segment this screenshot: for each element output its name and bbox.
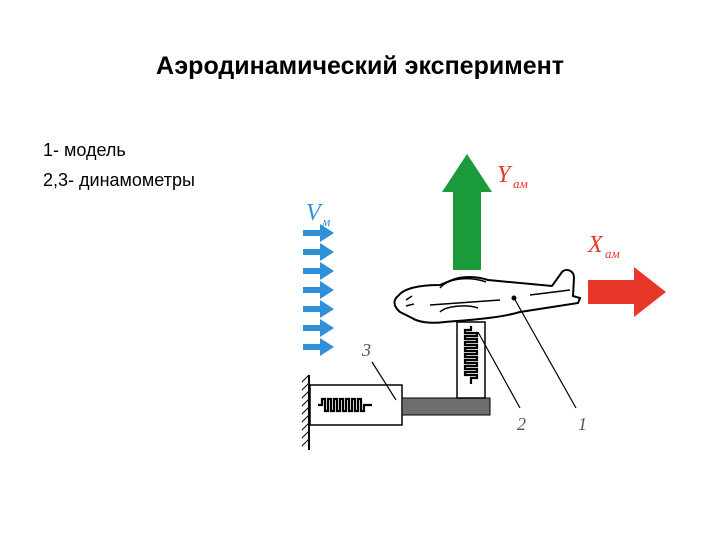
velocity-label: V [306, 200, 323, 226]
drag-subscript: aм [605, 246, 620, 261]
lift-label: Y [497, 162, 513, 188]
lift-arrow [442, 154, 492, 270]
legend-item-dynamometers: 2,3- динамометры [43, 170, 195, 190]
lift-subscript: aм [513, 176, 528, 191]
wall [301, 374, 310, 450]
legend-item-model: 1- модель [43, 140, 126, 160]
velocity-subscript: м [321, 214, 330, 229]
wind-tunnel-diagram: Y aм X aм V м 1 2 3 [301, 154, 666, 450]
dynamometer-2 [456, 321, 486, 399]
callout-leaders [371, 297, 577, 409]
callout-1: 1 [578, 414, 587, 434]
drag-arrow [588, 267, 666, 317]
slide-title: Аэродинамический эксперимент [156, 52, 564, 80]
callout-3: 3 [361, 340, 371, 360]
dynamometer-3 [309, 384, 491, 426]
airplane-model [393, 269, 582, 324]
legend-list: 1- модель 2,3- динамометры [43, 135, 195, 195]
drag-label: X [587, 232, 604, 258]
flow-arrows [303, 224, 334, 356]
callout-2: 2 [517, 414, 526, 434]
